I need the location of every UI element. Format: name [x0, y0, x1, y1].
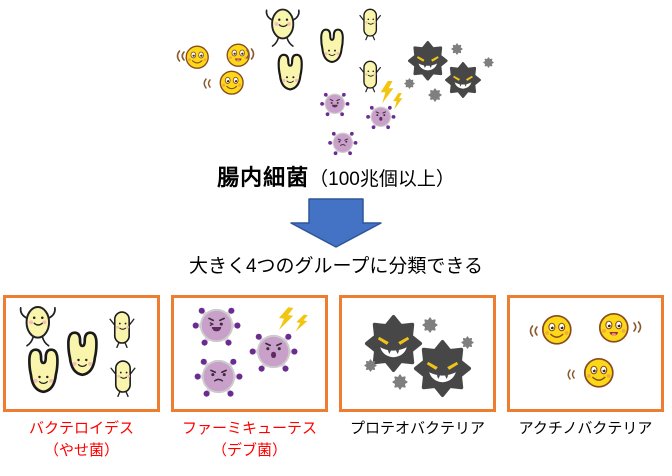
group-name: プロテオバクテリア [349, 420, 485, 437]
actinobacteria-icon [186, 46, 208, 68]
proteobacteria-dot-icon [404, 78, 415, 89]
firmicutes-icon [366, 106, 395, 129]
group-box-proteobacteria [339, 295, 496, 412]
lightning-icon [393, 93, 403, 110]
bacteroides-y-icon [320, 28, 344, 64]
proteobacteria-dot-icon [483, 57, 494, 68]
group-name: ファーミキューテス [181, 420, 317, 437]
label-firmicutes: ファーミキューテス （デブ菌） [171, 418, 328, 461]
proteobacteria-characters-icon [364, 314, 474, 398]
motion-marks-icon [176, 50, 185, 62]
group-subname: （やせ菌） [43, 441, 119, 459]
proteobacteria-icon [445, 62, 481, 99]
bacteroides-capsule-icon [359, 60, 382, 93]
actinobacteria-characters-icon [529, 298, 642, 409]
bacteroides-characters-icon [19, 306, 136, 398]
lightning-icon [380, 81, 394, 104]
firmicutes-characters-icon [174, 306, 309, 409]
gut-bacteria-cluster-illustration [176, 8, 494, 168]
group-box-firmicutes [171, 295, 328, 412]
actinobacteria-icon [227, 44, 249, 66]
label-bacteroides: バクテロイデス （やせ菌） [3, 418, 160, 461]
group-boxes [3, 295, 664, 412]
group-box-bacteroides [3, 295, 160, 412]
bacteroides-y-icon [277, 53, 303, 91]
title: 腸内細菌（100兆個以上） [0, 160, 672, 192]
label-actinobacteria: アクチノバクテリア [507, 418, 664, 461]
group-name: アクチノバクテリア [518, 420, 653, 437]
down-arrow-icon [290, 198, 382, 248]
group-box-actinobacteria [507, 295, 664, 412]
group-subname: （デブ菌） [211, 441, 287, 459]
firmicutes-icon [328, 132, 357, 155]
bacteroides-capsule-icon [359, 8, 382, 41]
motion-marks-icon [203, 78, 211, 89]
subtitle: 大きく4つのグループに分類できる [188, 256, 484, 277]
title-paren: （100兆個以上） [309, 169, 455, 190]
group-labels: バクテロイデス （やせ菌） ファーミキューテス （デブ菌） プロテオバクテリア … [3, 418, 664, 461]
title-main: 腸内細菌 [217, 165, 310, 190]
proteobacteria-icon [408, 40, 448, 81]
group-name: バクテロイデス [28, 420, 134, 437]
motion-marks-icon [246, 48, 255, 60]
bacteroides-oval-icon [265, 8, 300, 47]
proteobacteria-dot-icon [428, 88, 442, 102]
firmicutes-icon [320, 93, 349, 116]
proteobacteria-dot-icon [451, 43, 463, 55]
actinobacteria-icon [220, 71, 243, 94]
label-proteobacteria: プロテオバクテリア [339, 418, 496, 461]
